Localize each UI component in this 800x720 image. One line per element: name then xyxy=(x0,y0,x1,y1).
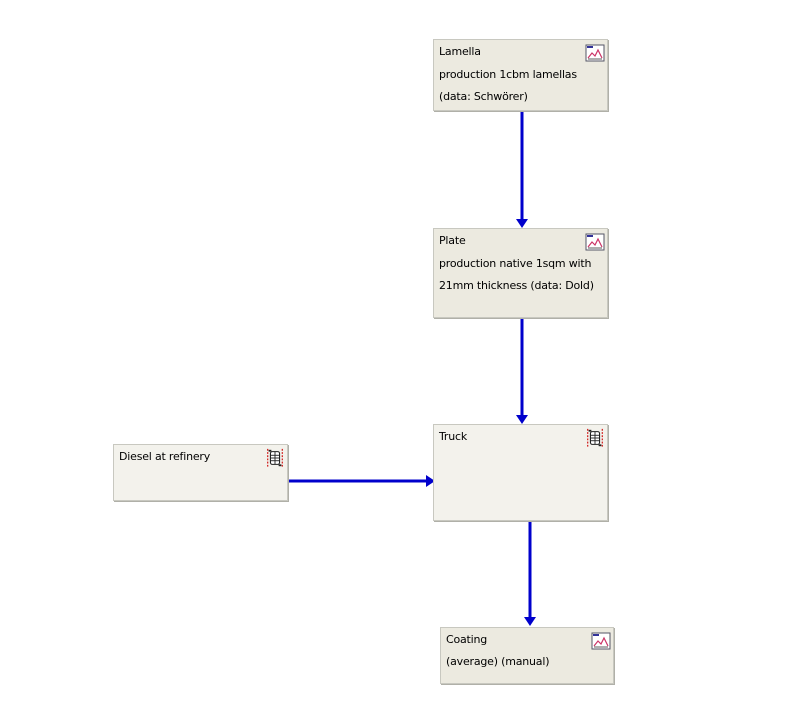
arrowhead-into-truck-top xyxy=(516,415,528,424)
process-chart-icon xyxy=(585,233,605,251)
node-description-line: (data: Schwörer) xyxy=(439,90,528,103)
node-description-line: 21mm thickness (data: Dold) xyxy=(439,279,594,292)
node-description-line: (average) (manual) xyxy=(446,655,550,668)
node-description-line: production 1cbm lamellas xyxy=(439,68,577,81)
node-title: Truck xyxy=(439,430,468,443)
system-node-diesel-at-refinery[interactable]: Diesel at refinery xyxy=(113,444,288,501)
arrowhead-into-plate xyxy=(516,219,528,228)
process-chart-icon xyxy=(585,44,605,62)
node-title: Coating xyxy=(446,633,488,646)
arrowhead-into-truck-left xyxy=(426,475,435,487)
node-title: Plate xyxy=(439,234,466,247)
process-node-coating[interactable]: Coating (average) (manual) xyxy=(440,627,614,684)
process-node-lamella[interactable]: Lamella production 1cbm lamellas (data: … xyxy=(433,39,608,111)
system-node-truck[interactable]: Truck xyxy=(433,424,608,521)
system-process-icon xyxy=(587,428,603,448)
process-node-plate[interactable]: Plate production native 1sqm with 21mm t… xyxy=(433,228,608,318)
process-chart-icon xyxy=(591,632,611,650)
system-process-icon xyxy=(267,448,283,468)
node-title: Diesel at refinery xyxy=(119,450,211,463)
node-title: Lamella xyxy=(439,45,481,58)
node-description-line: production native 1sqm with xyxy=(439,257,592,270)
arrowhead-into-coating xyxy=(524,617,536,626)
